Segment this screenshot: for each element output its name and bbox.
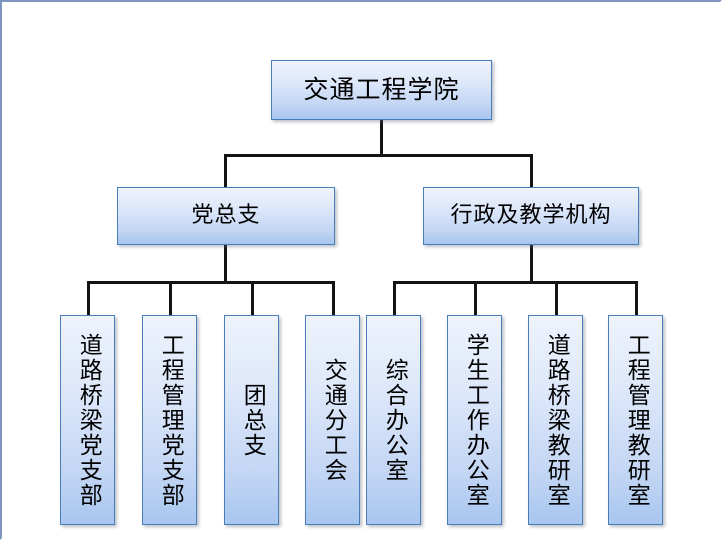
connector-root-stem <box>380 120 383 156</box>
connector-party-bar <box>87 281 335 284</box>
node-leaf-6[interactable]: 学生工作办公室 <box>447 315 502 525</box>
node-branch-party-label: 党总支 <box>191 202 261 228</box>
node-leaf-8[interactable]: 工程管理教研室 <box>608 315 663 525</box>
connector-party-stem <box>224 245 227 283</box>
connector-party-to-leaf-3 <box>251 281 254 315</box>
connector-party-to-leaf-1 <box>87 281 90 315</box>
node-branch-party[interactable]: 党总支 <box>117 187 335 245</box>
connector-admin-to-leaf-8 <box>635 281 638 315</box>
node-leaf-3[interactable]: 团总支 <box>224 315 279 525</box>
node-root-label: 交通工程学院 <box>303 75 460 105</box>
node-leaf-5[interactable]: 综合办公室 <box>366 315 421 525</box>
node-leaf-7-label: 道路桥梁教研室 <box>543 332 570 508</box>
connector-root-bar <box>224 154 533 157</box>
node-leaf-2-label: 工程管理党支部 <box>157 332 184 508</box>
node-leaf-6-label: 学生工作办公室 <box>462 332 489 508</box>
connector-root-to-party <box>224 154 227 188</box>
node-leaf-2[interactable]: 工程管理党支部 <box>142 315 197 525</box>
node-leaf-1[interactable]: 道路桥梁党支部 <box>60 315 115 525</box>
connector-party-to-leaf-4 <box>332 281 335 315</box>
connector-admin-to-leaf-6 <box>474 281 477 315</box>
connector-admin-bar <box>393 281 638 284</box>
node-branch-admin-label: 行政及教学机构 <box>450 202 612 228</box>
node-leaf-8-label: 工程管理教研室 <box>623 332 650 508</box>
node-leaf-4[interactable]: 交通分工会 <box>305 315 360 525</box>
node-leaf-1-label: 道路桥梁党支部 <box>75 332 102 508</box>
node-root[interactable]: 交通工程学院 <box>271 60 492 120</box>
connector-admin-stem <box>530 245 533 283</box>
connector-root-to-admin <box>530 154 533 188</box>
connector-admin-to-leaf-7 <box>555 281 558 315</box>
node-leaf-5-label: 综合办公室 <box>381 357 408 483</box>
node-leaf-4-label: 交通分工会 <box>320 357 347 483</box>
node-leaf-3-label: 团总支 <box>239 382 266 458</box>
node-leaf-7[interactable]: 道路桥梁教研室 <box>528 315 583 525</box>
node-branch-admin[interactable]: 行政及教学机构 <box>423 187 639 245</box>
connector-party-to-leaf-2 <box>169 281 172 315</box>
connector-admin-to-leaf-5 <box>393 281 396 315</box>
